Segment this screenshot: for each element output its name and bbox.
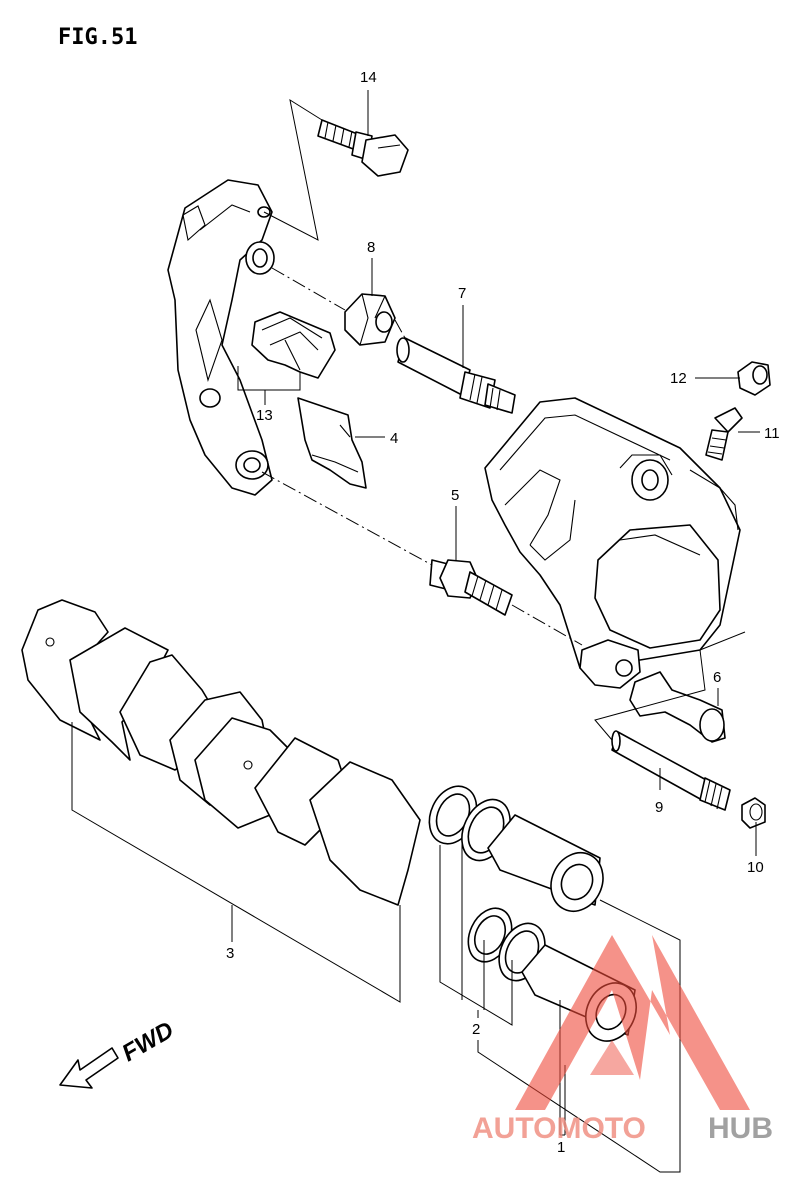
figure-title: FIG.51 (58, 25, 137, 50)
brake-pad-set (21, 599, 421, 906)
callout-3: 3 (226, 945, 234, 962)
fwd-label: FWD (118, 1016, 179, 1067)
callout-2: 2 (472, 1021, 480, 1038)
callout-14: 14 (360, 69, 377, 86)
bleeder-screw (705, 407, 743, 461)
forward-direction-indicator: FWD (59, 1016, 179, 1089)
assembly-lines (261, 267, 583, 646)
pin-plug (741, 797, 766, 829)
mounting-pin (429, 559, 513, 616)
watermark: AUTOMOTO HUB (472, 935, 773, 1145)
callout-4: 4 (390, 430, 398, 447)
slide-pin (396, 337, 516, 414)
callout-10: 10 (747, 859, 764, 876)
pad-shim (297, 397, 367, 489)
callout-7: 7 (458, 285, 466, 302)
callout-numbers: 14 8 7 13 4 12 11 5 6 9 10 3 2 1 (226, 69, 780, 1156)
callout-11: 11 (764, 425, 780, 442)
callout-8: 8 (367, 239, 375, 256)
callout-1: 1 (557, 1139, 565, 1156)
callout-12: 12 (670, 370, 687, 387)
pin-boot (629, 671, 726, 743)
caliper-bracket (167, 179, 275, 496)
callout-13: 13 (256, 407, 273, 424)
forward-arrow-icon (59, 1047, 119, 1089)
bleeder-cap (737, 361, 771, 396)
leader-lines (71, 90, 760, 1173)
pad-pin (611, 730, 731, 811)
callout-5: 5 (451, 487, 459, 504)
caliper-body (484, 397, 741, 689)
watermark-text-secondary: HUB (708, 1112, 773, 1145)
pad-spring (251, 311, 336, 379)
callout-9: 9 (655, 799, 663, 816)
watermark-logo-icon (515, 935, 750, 1110)
hex-nut (344, 293, 396, 346)
callout-6: 6 (713, 669, 721, 686)
watermark-text-primary: AUTOMOTO (472, 1112, 646, 1145)
bracket-bolt (317, 119, 409, 177)
